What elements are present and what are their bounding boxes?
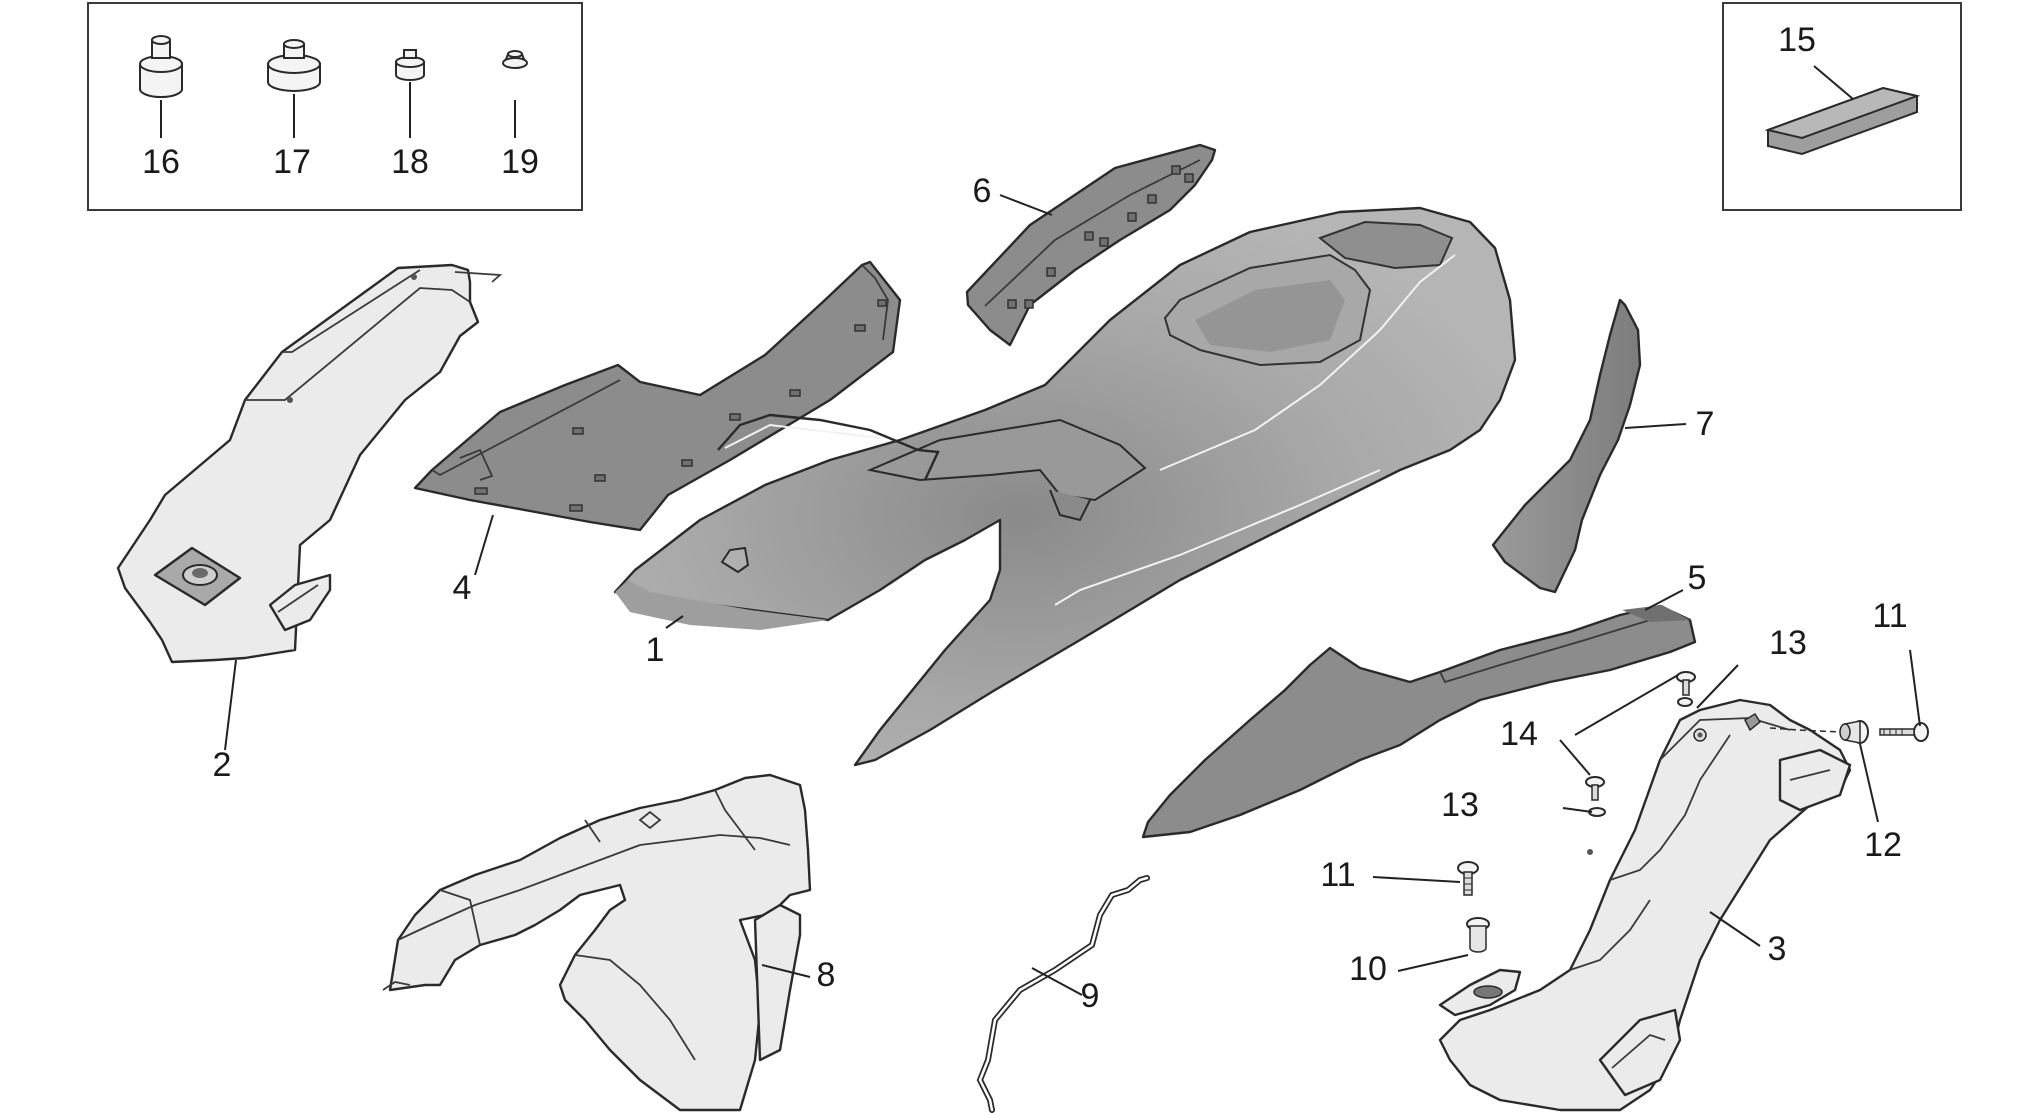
screw-14-upper (1676, 671, 1696, 696)
callout-17: 17 (273, 143, 311, 181)
left-inner-panel-4 (413, 260, 902, 532)
left-tail-bracket-2 (116, 263, 503, 664)
right-side-panel-5 (1141, 604, 1697, 839)
callout-13-lower: 13 (1441, 786, 1479, 824)
hardware-fasteners (1457, 671, 1929, 953)
rubber-buffer-18 (395, 49, 425, 81)
callout-14: 14 (1500, 715, 1538, 753)
rubber-buffer-16 (139, 35, 183, 98)
callout-18: 18 (391, 143, 429, 181)
callout-9: 9 (1081, 977, 1100, 1015)
callout-12: 12 (1864, 826, 1902, 864)
screw-11-lower (1457, 861, 1479, 896)
screw-11-upper (1879, 722, 1929, 742)
callout-16: 16 (142, 143, 180, 181)
callout-10: 10 (1349, 950, 1387, 988)
support-rod-9 (976, 875, 1150, 1113)
lower-rear-panel-8 (382, 773, 812, 1112)
top-rear-strip-6 (965, 143, 1217, 347)
callout-13-upper: 13 (1769, 624, 1807, 662)
callout-15: 15 (1778, 21, 1816, 59)
washer-13-upper (1677, 697, 1693, 707)
bush-10 (1466, 917, 1490, 953)
right-tail-bracket-3 (1438, 698, 1852, 1112)
rubber-buffer-17 (267, 39, 321, 92)
right-rear-strip-7 (1491, 298, 1642, 594)
callout-labels: 1 2 3 4 5 6 7 8 9 10 11 11 12 13 13 14 1… (142, 21, 1908, 1015)
leader-lines (224, 194, 1921, 996)
callout-4: 4 (453, 569, 472, 607)
callout-5: 5 (1688, 559, 1707, 597)
screw-14-lower (1585, 776, 1605, 801)
callout-11-lower: 11 (1320, 856, 1355, 894)
rubber-buffer-19 (502, 50, 528, 69)
main-seat-tail-1 (613, 206, 1517, 767)
callout-8: 8 (817, 956, 836, 994)
callout-7: 7 (1696, 405, 1715, 443)
inset-fasteners-box (87, 2, 583, 211)
callout-3: 3 (1768, 930, 1787, 968)
adhesive-pad-15 (1764, 86, 1921, 156)
inset-pad-box (1722, 2, 1962, 211)
callout-6: 6 (973, 172, 992, 210)
callout-19: 19 (501, 143, 539, 181)
callout-2: 2 (213, 746, 232, 784)
callout-1: 1 (646, 631, 665, 669)
callout-11-upper: 11 (1872, 597, 1907, 635)
bush-12 (1839, 720, 1869, 744)
